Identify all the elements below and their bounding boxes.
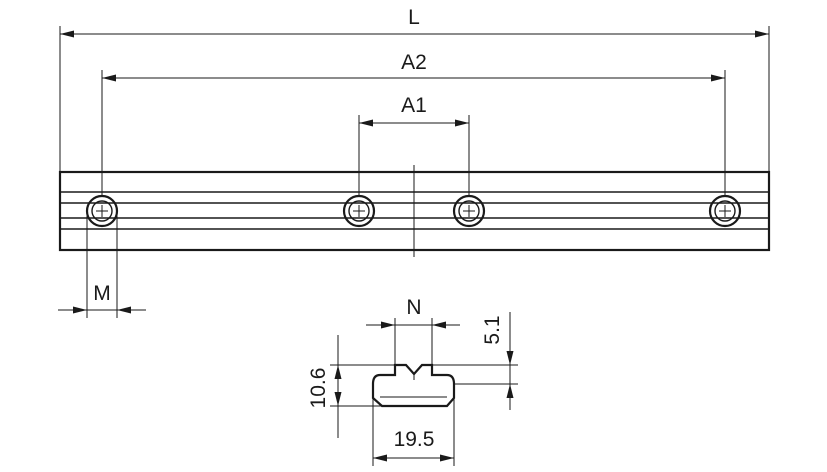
label-M: M — [93, 282, 111, 305]
hole-4 — [708, 194, 742, 228]
label-L: L — [408, 6, 420, 29]
hole-3 — [452, 194, 486, 228]
hole-1 — [85, 194, 119, 228]
label-5-1: 5.1 — [481, 315, 504, 344]
label-19-5: 19.5 — [394, 428, 435, 451]
dimension-L: L — [59, 6, 770, 172]
cross-section — [371, 363, 456, 408]
dimension-N: N — [366, 296, 460, 365]
dimension-10-6: 10.6 — [307, 335, 395, 438]
dimension-A2: A2 — [101, 51, 726, 196]
label-10-6: 10.6 — [307, 368, 330, 409]
dimension-5-1: 5.1 — [432, 312, 518, 410]
rail-top-view — [58, 165, 771, 257]
label-A2: A2 — [401, 51, 427, 74]
label-N: N — [406, 296, 421, 319]
dimension-M: M — [58, 211, 146, 318]
hole-2 — [342, 194, 376, 228]
dimension-19-5: 19.5 — [372, 384, 455, 466]
dimension-A1: A1 — [358, 94, 470, 196]
label-A1: A1 — [401, 94, 427, 117]
